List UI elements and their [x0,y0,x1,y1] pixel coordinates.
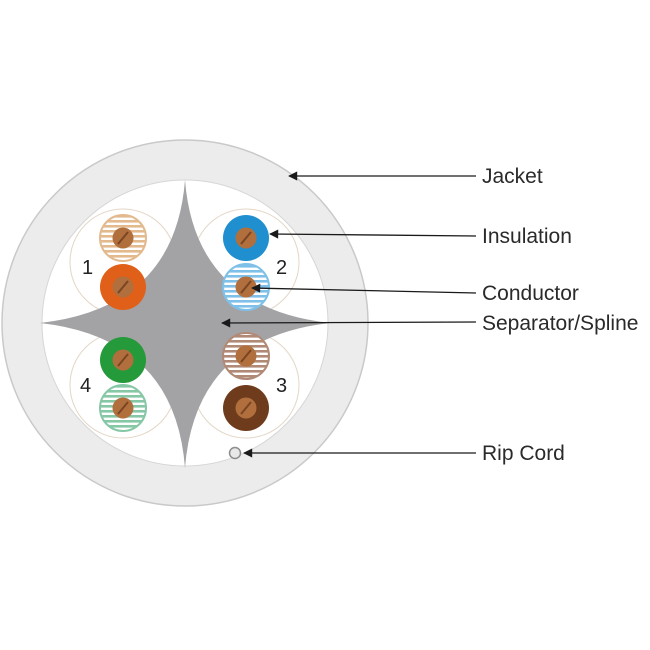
conductor-label: Conductor [482,282,579,305]
pair-2: 2 [222,215,287,311]
conductor-hatch [117,353,129,367]
insulation-leader-line [269,229,477,239]
conductor-hatch [240,231,252,245]
pair-1-number: 1 [82,257,93,279]
callout-leaders [221,171,477,458]
conductor-hatch [117,401,129,415]
conductor-hatch [117,231,129,245]
conductor-hatch [117,280,129,294]
insulation-label: Insulation [482,225,572,248]
conductor-hatch [240,349,252,363]
separator-spline [40,180,330,468]
pair-4: 4 [80,337,147,432]
separator-leader-line [221,318,477,328]
pair-3-number: 3 [276,375,287,397]
rip-cord-label: Rip Cord [482,442,565,465]
jacket-label: Jacket [482,165,543,188]
conductor-hatch [240,280,252,294]
conductor-leader-line [251,283,477,294]
pair-2-number: 2 [276,257,287,279]
pair-1: 1 [82,214,147,310]
separator-spline-label: Separator/Spline [482,312,638,335]
conductor-hatch [240,401,252,415]
pair-4-number: 4 [80,375,91,397]
rip-cord [228,446,242,460]
pair-3: 3 [222,332,287,431]
